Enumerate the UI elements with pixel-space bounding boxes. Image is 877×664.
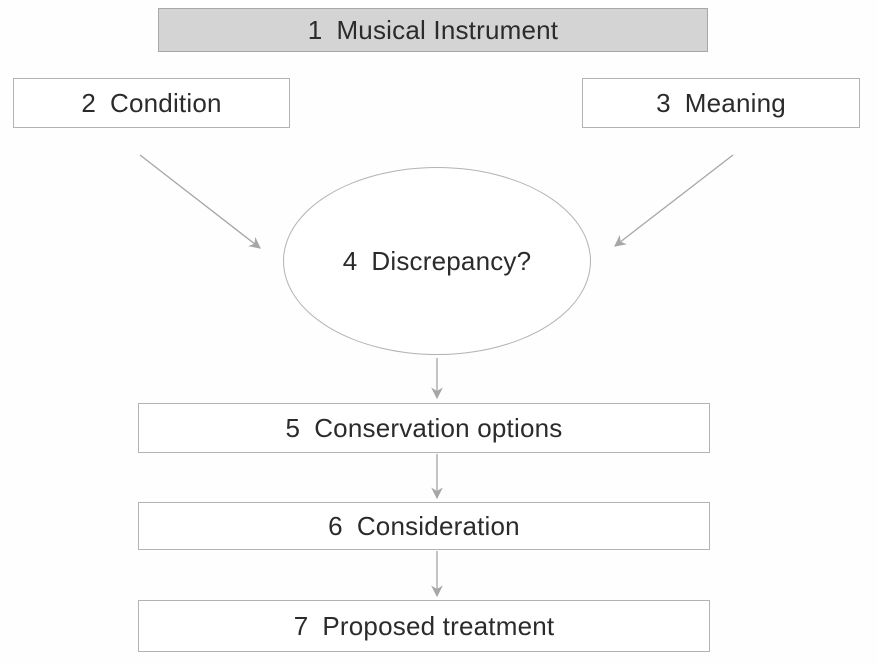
node-label: Conservation options <box>314 412 563 443</box>
node-musical-instrument: 1 Musical Instrument <box>158 8 708 52</box>
node-label: Meaning <box>684 87 786 118</box>
node-meaning: 3 Meaning <box>582 78 860 128</box>
node-label: Musical Instrument <box>336 14 559 45</box>
node-proposed-treatment: 7 Proposed treatment <box>138 600 710 652</box>
node-consideration: 6 Consideration <box>138 502 710 550</box>
node-label: Proposed treatment <box>322 610 555 641</box>
arrow-meaning-to-discrepancy <box>614 154 734 247</box>
node-label: Condition <box>110 87 222 118</box>
node-discrepancy: 4 Discrepancy? <box>283 167 591 355</box>
node-number: 7 <box>293 610 309 641</box>
node-number: 1 <box>307 14 323 45</box>
node-number: 2 <box>81 87 96 118</box>
arrow-condition-to-discrepancy <box>139 154 261 249</box>
node-number: 5 <box>285 412 301 443</box>
node-number: 6 <box>328 510 343 541</box>
node-label: Discrepancy? <box>371 245 532 276</box>
node-number: 3 <box>656 87 671 118</box>
node-conservation-options: 5 Conservation options <box>138 403 710 453</box>
node-number: 4 <box>342 245 358 276</box>
node-label: Consideration <box>356 510 520 541</box>
node-condition: 2 Condition <box>13 78 290 128</box>
